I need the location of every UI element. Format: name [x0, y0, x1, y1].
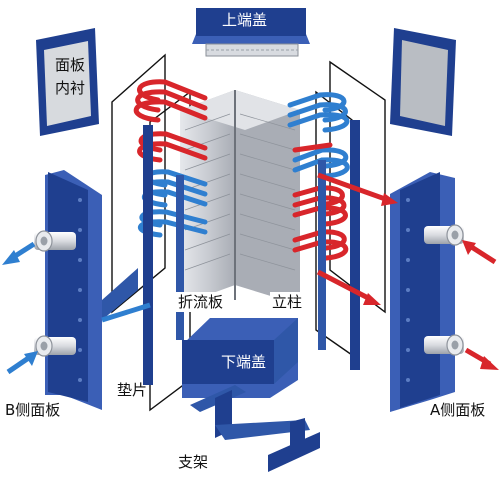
bracket [190, 385, 320, 472]
top-cover-label: 上端盖 [222, 11, 268, 29]
flow-arrows [2, 172, 499, 375]
b-side-panel [45, 170, 138, 410]
arrow-out-icon [317, 172, 398, 206]
bracket-label: 支架 [178, 453, 209, 471]
top-cover [192, 8, 310, 57]
nozzles [34, 224, 464, 357]
arrow-in-icon [6, 351, 38, 375]
a-side-panel-label: A侧面板 [430, 401, 486, 419]
a-side-panel [390, 172, 455, 412]
arrow-out-icon [464, 347, 499, 370]
bottom-cover [182, 318, 298, 398]
panel-liner-label-line2: 内衬 [54, 79, 85, 97]
b-side-panel-label: B侧面板 [5, 401, 61, 419]
bottom-cover-label: 下端盖 [221, 353, 267, 371]
columns [143, 120, 360, 385]
column-label: 立柱 [270, 292, 305, 312]
panel-liner-right [390, 28, 456, 136]
panel-liner-label-line1: 面板 [54, 56, 85, 74]
gasket-label: 垫片 [117, 381, 148, 399]
arrow-in-icon [316, 269, 381, 305]
plate-core [180, 90, 300, 305]
arrow-out-icon [2, 241, 36, 265]
arrow-in-icon [462, 240, 497, 265]
panel-liner-left [36, 28, 99, 136]
baffle-label: 折流板 [176, 292, 226, 312]
